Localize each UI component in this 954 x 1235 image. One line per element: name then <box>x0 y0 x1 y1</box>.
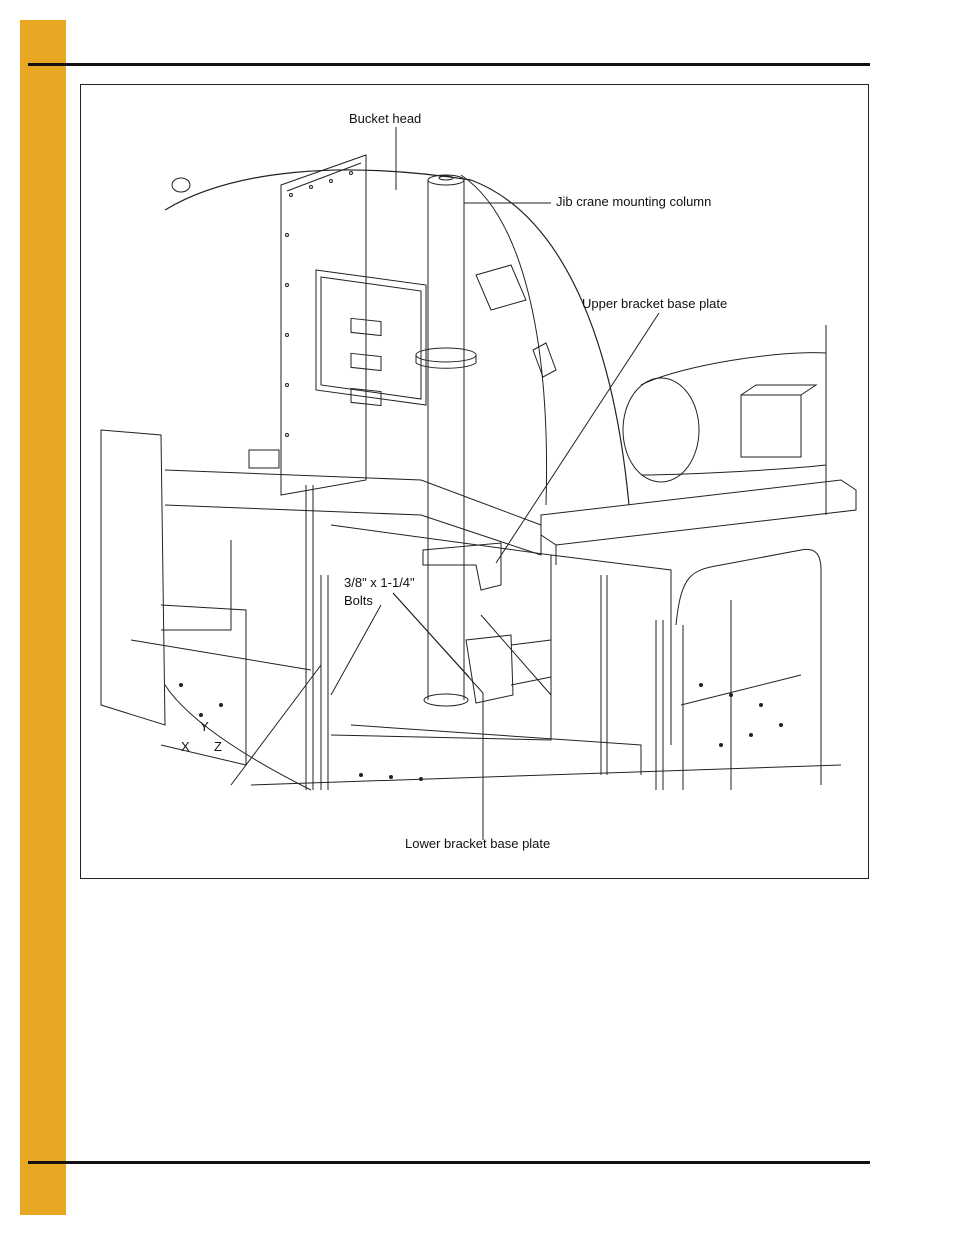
axis-x-label: X <box>181 739 190 754</box>
figure-frame: Bucket head Jib crane mounting column Up… <box>80 84 869 879</box>
label-bucket-head: Bucket head <box>349 111 422 126</box>
label-bolts-size: 3/8" x 1-1/4" <box>344 575 415 590</box>
label-bolts: Bolts <box>344 593 373 608</box>
label-lower-bracket-plate: Lower bracket base plate <box>405 836 551 851</box>
assembly-drawing <box>100 127 857 840</box>
label-upper-bracket-plate: Upper bracket base plate <box>582 296 728 311</box>
header-rule <box>28 63 870 66</box>
footer-rule <box>28 1161 870 1164</box>
axis-y-label: Y <box>200 719 209 734</box>
axis-z-label: Z <box>214 739 222 754</box>
label-jib-crane-column: Jib crane mounting column <box>556 194 712 209</box>
chapter-tab <box>20 20 66 1215</box>
